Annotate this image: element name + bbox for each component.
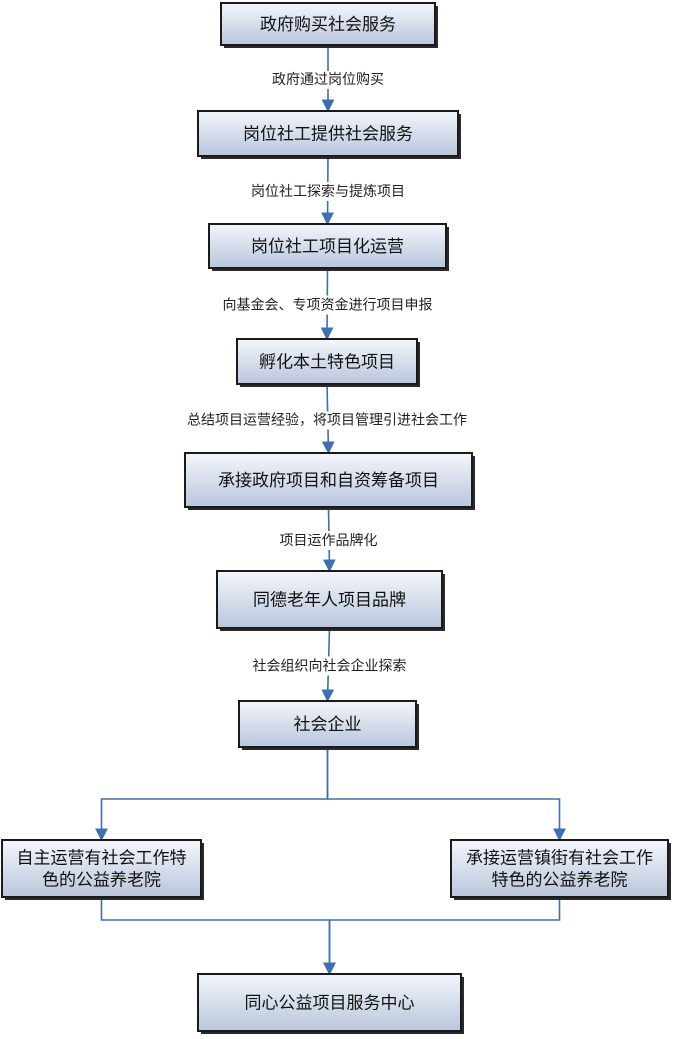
box-label: 色的公益养老院 — [42, 871, 161, 891]
box-label: 社会企业 — [294, 715, 362, 735]
process-box: 岗位社工项目化运营 — [208, 223, 449, 271]
box-label: 特色的公益养老院 — [492, 871, 628, 891]
connector-n9-n10 — [323, 897, 561, 976]
connector-n8-n10 — [100, 897, 336, 976]
box-face — [184, 452, 473, 508]
process-box: 岗位社工提供社会服务 — [197, 110, 461, 159]
process-box: 孵化本土特色项目 — [236, 338, 420, 387]
process-box: 承接政府项目和自资筹备项目 — [184, 452, 475, 510]
box-face — [197, 110, 459, 157]
box-label: 承接政府项目和自资筹备项目 — [218, 471, 439, 491]
edge-label-background — [218, 295, 437, 315]
edge-label-background — [247, 182, 409, 201]
edge-label-background — [268, 71, 388, 89]
process-box: 社会企业 — [238, 700, 419, 750]
connector-n7-n9 — [326, 747, 566, 842]
box-label: 政府购买社会服务 — [260, 15, 396, 35]
edge-label: 社会组织向社会企业探索 — [253, 658, 407, 675]
box-label: 自主运营有社会工作特 — [17, 849, 187, 869]
box-face — [450, 839, 669, 898]
box-face — [220, 2, 436, 46]
edge-labels: 政府通过岗位购买岗位社工探索与提炼项目向基金会、专项资金进行项目申报总结项目运营… — [183, 71, 471, 676]
edge-label-background — [275, 531, 382, 550]
box-label: 岗位社工提供社会服务 — [243, 125, 413, 145]
box-face — [208, 223, 447, 269]
box-label: 同心公益项目服务中心 — [245, 994, 415, 1014]
edge-label: 项目运作品牌化 — [280, 532, 378, 549]
box-label: 同德老年人项目品牌 — [253, 591, 406, 611]
box-face — [236, 338, 418, 385]
box-face — [1, 839, 202, 898]
box-label: 承接运营镇街有社会工作 — [466, 849, 653, 869]
edge-label: 向基金会、专项资金进行项目申报 — [223, 297, 433, 314]
box-label: 岗位社工项目化运营 — [251, 237, 404, 257]
edge-label-background — [248, 656, 411, 676]
process-box: 政府购买社会服务 — [220, 2, 438, 48]
edge-label: 总结项目运营经验，将项目管理引进社会工作 — [187, 413, 467, 429]
edge-label-background — [183, 411, 471, 430]
edge-label: 岗位社工探索与提炼项目 — [251, 183, 405, 200]
process-box: 同德老年人项目品牌 — [216, 570, 445, 631]
connector-n7-n8 — [95, 747, 329, 842]
edge-label: 政府通过岗位购买 — [272, 72, 384, 88]
box-label: 孵化本土特色项目 — [259, 353, 395, 373]
box-face — [216, 570, 443, 629]
box-face — [197, 973, 462, 1032]
box-face — [238, 700, 417, 748]
process-box: 同心公益项目服务中心 — [197, 973, 464, 1034]
